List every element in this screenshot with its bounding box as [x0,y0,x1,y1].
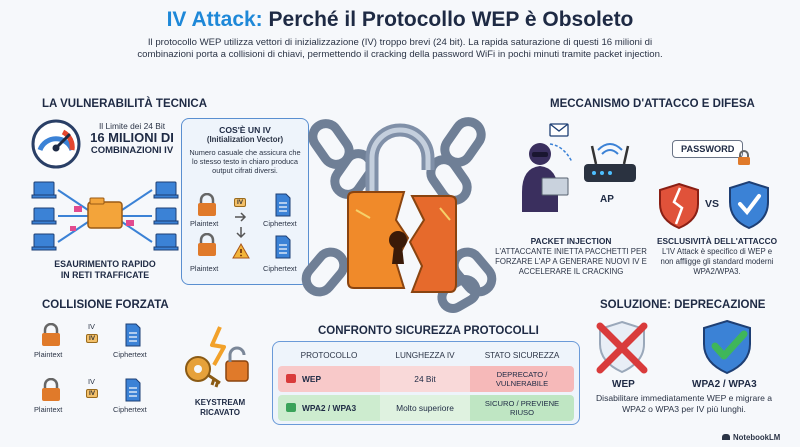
brand-logo: NotebookLM [722,433,780,442]
collision-heading: COLLISIONE FORZATA [42,299,169,311]
document-icon [275,193,291,217]
collision-iv-1: IV [86,334,99,343]
collision-iv-2: IV [86,389,99,398]
collision-plaintext-2: Plaintext [34,405,63,414]
exhaustion-label: ESAURIMENTO RAPIDO IN RETI TRAFFICATE [40,259,170,281]
secure-shield-icon [703,319,751,375]
table-row: WPA2 / WPA3 Molto superiore SICURO / PRE… [278,395,574,421]
padlock-icon [738,150,750,165]
gauge-icon [31,119,81,169]
collision-ciphertext-1: Ciphertext [113,350,147,359]
comparison-heading: CONFRONTO SICUREZZA PROTOCOLLI [318,325,539,337]
table-cell: WEP [278,366,380,392]
router-icon [584,143,636,182]
secure-shield-icon [729,180,769,230]
comparison-table-card: PROTOCOLLO LUNGHEZZA IV STATO SICUREZZA … [272,341,580,425]
padlock-icon [198,193,216,216]
document-icon [125,378,141,402]
iv-card-plaintext-1: Plaintext [190,219,219,228]
title-rest: Perché il Protocollo WEP è Obsoleto [268,8,634,31]
keystream-line-1: KEYSTREAM [194,398,246,407]
iv-card-iv-1: IV [234,198,247,207]
document-icon [125,323,141,347]
keystream-label: KEYSTREAM RICAVATO [180,398,260,418]
bit-limit-block: Il Limite dei 24 Bit 16 MILIONI DI COMBI… [86,121,178,156]
iv-card-plaintext-2: Plaintext [190,264,219,273]
padlock-icon [42,323,60,346]
page-title: IV Attack: Perché il Protocollo WEP è Ob… [0,8,800,32]
brand-name: NotebookLM [733,433,781,442]
solution-text: Disabilitare immediatamente WEP e migrar… [595,393,773,414]
hacker-icon [522,123,573,212]
keystream-line-2: RICAVATO [200,408,240,417]
iv-card-ciphertext-2: Ciphertext [263,264,297,273]
table-header-row: PROTOCOLLO LUNGHEZZA IV STATO SICUREZZA [278,348,574,363]
table-cell: SICURO / PREVIENE RIUSO [470,395,574,421]
collision-plaintext-1: Plaintext [34,350,63,359]
injection-title: PACKET INJECTION [530,236,612,246]
limit-unit: COMBINAZIONI IV [90,145,174,156]
exhaustion-line-2: IN RETI TRAFFICATE [60,270,150,280]
comparison-table: PROTOCOLLO LUNGHEZZA IV STATO SICUREZZA … [278,345,574,424]
deprecated-shield-icon [596,320,648,374]
table-cell: 24 Bit [380,366,470,392]
collision-ciphertext-2: Ciphertext [113,405,147,414]
injection-text: L'ATTACCANTE INIETTA PACCHETTI PER FORZA… [495,247,647,276]
password-label: PASSWORD [672,140,744,158]
exhaustion-line-1: ESAURIMENTO RAPIDO [54,259,156,269]
padlock-closed-icon [286,403,296,412]
padlock-icon [42,378,60,401]
vulnerability-heading: LA VULNERABILITÀ TECNICA [42,98,208,110]
exclusive-text: L'IV Attack è specifico di WEP e non aff… [660,247,774,276]
packet-injection-block: PACKET INJECTION L'ATTACCANTE INIETTA PA… [492,236,650,277]
warning-icon [232,243,250,259]
table-cell: DEPRECATO / VULNERABILE [470,366,574,392]
page-subtitle: Il protocollo WEP utilizza vettori di in… [137,37,663,60]
limit-value: 16 MILIONI DI [90,130,174,145]
solution-wpa-label: WPA2 / WPA3 [692,379,757,390]
exclusivity-block: ESCLUSIVITÀ DELL'ATTACCO L'IV Attack è s… [655,236,779,277]
broken-shield-icon [659,182,699,230]
table-cell: WPA2 / WPA3 [278,395,380,421]
mechanism-heading: MECCANISMO D'ATTACCO E DIFESA [550,98,755,110]
column-header: LUNGHEZZA IV [395,351,455,360]
arrow-right-icon [235,212,247,222]
network-traffic-icon [31,181,179,251]
limit-label: Il Limite dei 24 Bit [98,121,166,131]
iv-card-description: Numero casuale che assicura che lo stess… [189,148,301,175]
column-header: STATO SICUREZZA [484,351,560,360]
notebooklm-icon [722,434,730,440]
title-accent: IV Attack: [166,8,263,31]
ap-label: AP [600,194,614,205]
document-icon [275,235,291,259]
solution-heading: SOLUZIONE: DEPRECAZIONE [600,299,766,311]
iv-card-subtitle: (Initialization Vector) [206,135,284,144]
solution-wep-label: WEP [612,379,635,390]
protocol-name: WEP [302,374,322,384]
collision-iv-label-2: IV [88,377,95,386]
iv-card-title: COS'È UN IV [219,125,271,135]
vs-label: VS [705,198,720,210]
arrow-down-icon [236,227,246,239]
broken-key-icon [185,326,249,388]
padlock-open-icon [286,374,296,383]
exclusive-title: ESCLUSIVITÀ DELL'ATTACCO [656,236,778,246]
padlock-icon [198,233,216,256]
iv-card-ciphertext-1: Ciphertext [263,219,297,228]
column-header: PROTOCOLLO [300,351,358,360]
collision-iv-label-1: IV [88,322,95,331]
broken-padlock-icon [301,117,497,313]
protocol-name: WPA2 / WPA3 [302,403,357,413]
table-row: WEP 24 Bit DEPRECATO / VULNERABILE [278,366,574,392]
table-cell: Molto superiore [380,395,470,421]
